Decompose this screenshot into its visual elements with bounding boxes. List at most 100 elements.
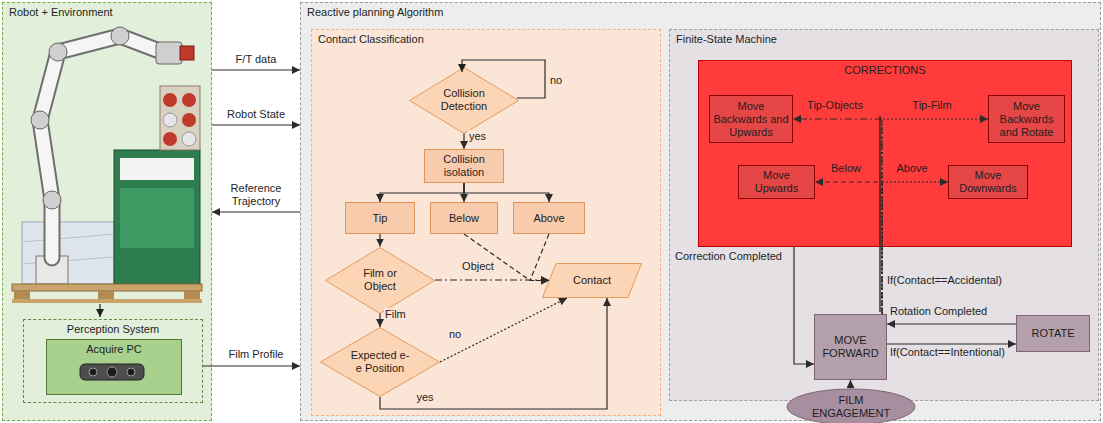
- edge-label-holder: Tip-Film: [911, 99, 952, 112]
- connector-arrow: [212, 124, 300, 125]
- robot-base: [36, 256, 68, 284]
- edge-label: yes: [468, 130, 487, 143]
- edge-label-holder: Film: [384, 308, 407, 321]
- wrapped-goods: [22, 222, 114, 284]
- edge-label: Above: [895, 162, 928, 175]
- process-box: Tip: [345, 202, 415, 234]
- pallet-block: [98, 291, 114, 299]
- can: [163, 113, 177, 127]
- connector-arrow: [887, 343, 1016, 344]
- edge-label: If(Contact==Intentional): [889, 346, 1006, 359]
- edge-label-holder: Above: [895, 162, 928, 175]
- edge-label: Rotation Completed: [889, 305, 988, 318]
- edge-label-holder: Rotation Completed: [889, 305, 988, 318]
- edge-label: Tip-Film: [911, 99, 952, 112]
- state-box: Move Downwards: [948, 165, 1028, 199]
- edge-label: Robot State: [226, 108, 286, 121]
- node-label: Acquire PC: [82, 340, 146, 359]
- dispatch-trunk: [879, 116, 880, 312]
- note-holder: no: [549, 74, 563, 87]
- node-label: Film or Object: [347, 267, 413, 293]
- connector-arrow: [464, 183, 549, 202]
- node-label: Tip: [373, 212, 388, 225]
- sensing-arrow: [99, 304, 100, 317]
- node-label: Collision isolation: [428, 153, 500, 179]
- product-box: [114, 150, 200, 284]
- edge-label-holder: Film Profile: [227, 348, 284, 361]
- robot-joint: [111, 27, 129, 45]
- pallet-block: [14, 291, 30, 299]
- node-label: Collision Detection: [431, 87, 497, 113]
- robot-joint: [31, 111, 49, 129]
- connector-arrow: [203, 365, 300, 366]
- edge-label-holder: no: [448, 328, 462, 341]
- state-box: MOVE FORWARD: [814, 314, 887, 380]
- process-box: Acquire PC: [46, 339, 182, 395]
- edge-label: Object: [461, 260, 495, 273]
- node-label: FILM ENGAGEMENT: [804, 394, 898, 420]
- camera-lens: [127, 368, 135, 376]
- state-box: Move Backwards and Rotate: [988, 95, 1065, 143]
- edge-label-holder: yes: [468, 130, 487, 143]
- panel-title: Contact Classification: [312, 30, 430, 49]
- edge-label: Film Profile: [227, 348, 284, 361]
- node-label: Move Downwards: [952, 169, 1024, 195]
- state-box: Move Upwards: [738, 165, 815, 199]
- ellipse-shape: [787, 389, 915, 423]
- box-label: [120, 158, 194, 180]
- flow-note: If(Contact==Accidental): [886, 274, 1003, 287]
- edge-label: no: [448, 328, 462, 341]
- node-label: Below: [449, 212, 479, 225]
- edge-label: Film: [384, 308, 407, 321]
- edge-label: F/T data: [235, 53, 278, 66]
- pallet-block: [184, 291, 200, 299]
- decision-diamond: Collision Detection: [409, 67, 519, 134]
- node-label: Contact: [573, 274, 611, 287]
- process-box: Above: [513, 202, 585, 234]
- panel-title: Robot + Environment: [3, 3, 119, 22]
- robot-joint: [43, 191, 61, 209]
- can: [182, 113, 196, 127]
- loop-arrow: [462, 60, 545, 98]
- camera-icon: [80, 364, 144, 380]
- environment-panel: Robot + EnvironmentPerception SystemAcqu…: [2, 2, 212, 421]
- diamond-shape: [410, 67, 519, 133]
- panel-title: Reactive planning Algorithm: [301, 3, 449, 22]
- node-label: Move Backwards and Rotate: [992, 100, 1061, 139]
- edge-label: Reference Trajectory: [220, 182, 292, 208]
- stretch-film: [22, 234, 114, 264]
- camera-lens: [107, 367, 117, 377]
- state-box: Move Backwards and Upwards: [709, 95, 793, 143]
- panel-title: Finite-State Machine: [670, 30, 783, 49]
- edge-label: Tip-Objects: [806, 99, 864, 112]
- connector-arrow: [882, 182, 948, 314]
- connector-arrow: [380, 183, 464, 202]
- can: [182, 93, 196, 107]
- output-parallelogram: Contact: [542, 263, 642, 298]
- connector-arrow: [530, 234, 549, 281]
- process-box: Below: [430, 202, 498, 234]
- connector-arrow: [212, 211, 300, 212]
- perception-panel: Perception SystemAcquire PC: [23, 319, 203, 403]
- connector-arrow: [380, 298, 607, 409]
- connector-arrow: [463, 134, 464, 150]
- connector-arrow: [794, 247, 814, 364]
- can: [163, 93, 177, 107]
- connector-arrow: [379, 234, 380, 247]
- process-box: Collision isolation: [424, 149, 504, 183]
- edge-label-holder: Below: [830, 162, 862, 175]
- flow-note: no: [549, 74, 563, 87]
- camera-lens: [89, 368, 97, 376]
- connector-group: [203, 70, 1016, 409]
- corrections-group: CORRECTIONSMove Backwards and UpwardsMov…: [698, 60, 1072, 247]
- node-label: Above: [533, 212, 564, 225]
- node-label: Move Upwards: [742, 169, 811, 195]
- robot-gripper: [156, 42, 182, 64]
- edge-label-holder: F/T data: [235, 53, 278, 66]
- panel-title: CORRECTIONS: [840, 61, 929, 80]
- classification-panel: Contact ClassificationCollision Detectio…: [311, 29, 661, 416]
- pallet: [12, 284, 202, 291]
- box-print: [120, 188, 194, 248]
